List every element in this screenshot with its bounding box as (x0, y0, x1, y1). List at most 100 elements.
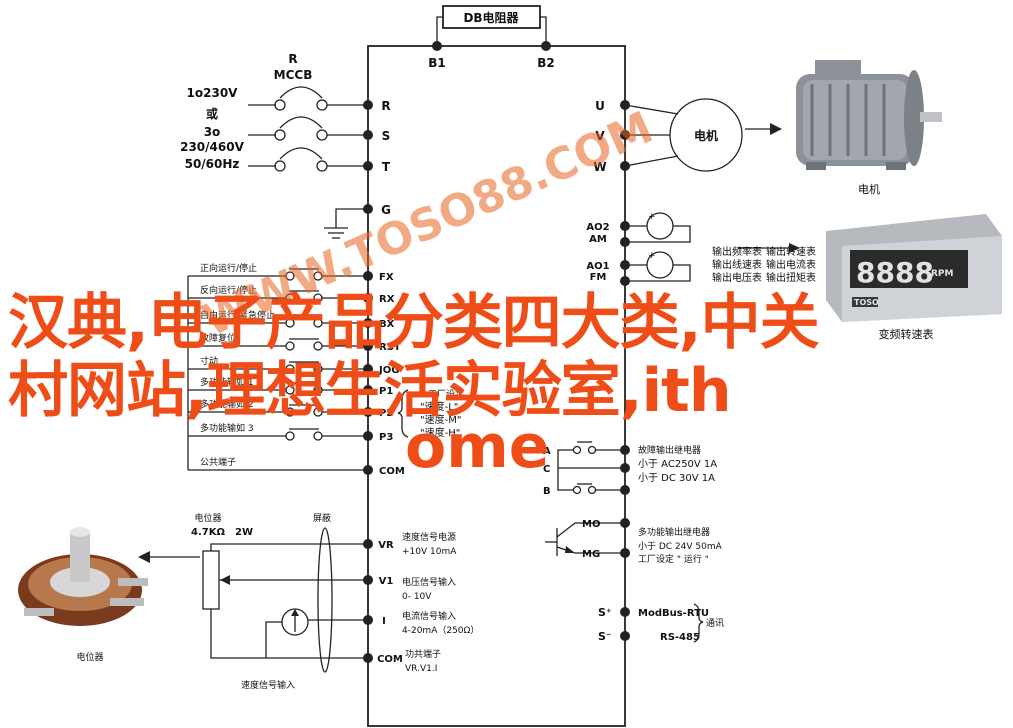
overlay-text-line1: 汉典,电子产品分类四大类,中关 (8, 288, 820, 358)
svg-text:+10V 10mA: +10V 10mA (402, 547, 457, 557)
db-resistor-label: DB电阻器 (463, 10, 519, 25)
svg-text:T: T (382, 160, 391, 174)
motor-symbol (669, 98, 743, 172)
input-terminal: P1 (379, 386, 393, 397)
svg-text:VR.V1.I: VR.V1.I (405, 664, 437, 674)
svg-text:B2: B2 (537, 56, 555, 70)
svg-text:输出电流表: 输出电流表 (766, 258, 816, 271)
svg-text:I: I (382, 616, 386, 627)
svg-text:速度信号电源: 速度信号电源 (402, 531, 456, 543)
svg-text:RS-485: RS-485 (660, 632, 700, 643)
svg-text:TOSO: TOSO (854, 298, 879, 307)
digital-inputs (187, 276, 368, 471)
svg-text:VR: VR (378, 540, 394, 551)
svg-text:S⁺: S⁺ (598, 606, 612, 619)
svg-text:V1: V1 (379, 576, 394, 587)
svg-text:4.7KΩ: 4.7KΩ (191, 527, 225, 538)
svg-text:"速度-M": "速度-M" (420, 413, 461, 426)
svg-text:AO1: AO1 (586, 261, 609, 272)
input-terminal: BX (379, 319, 395, 330)
svg-text:3o: 3o (204, 125, 221, 139)
overlay-text-line3: ome (405, 412, 550, 482)
svg-text:多功能输出继电器: 多功能输出继电器 (638, 526, 710, 538)
svg-text:G: G (381, 203, 391, 217)
svg-text:S⁻: S⁻ (598, 630, 612, 643)
input-row: 多功能输如 1 P1 (188, 376, 393, 397)
svg-text:MO: MO (582, 519, 600, 530)
svg-text:50/60Hz: 50/60Hz (185, 157, 240, 171)
svg-text:"速度-H": "速度-H" (420, 426, 460, 439)
svg-text:输出扭矩表: 输出扭矩表 (766, 271, 816, 284)
potentiometer-illustration (18, 527, 148, 626)
b1-terminal (432, 41, 442, 51)
svg-text:MG: MG (582, 549, 600, 560)
svg-text:MCCB: MCCB (274, 68, 313, 82)
input-terminal: P3 (379, 432, 393, 443)
svg-text:输出频率表: 输出频率表 (712, 245, 762, 258)
svg-text:+: + (648, 251, 656, 261)
svg-text:输出电压表: 输出电压表 (712, 271, 762, 284)
svg-text:RPM: RPM (931, 269, 954, 279)
input-terminal: P2 (379, 408, 393, 419)
input-terminal: FX (379, 272, 394, 283)
motor-illustration (796, 60, 942, 170)
speed-input-label: 速度信号输入 (241, 679, 295, 691)
svg-text:小于 AC250V 1A: 小于 AC250V 1A (638, 458, 717, 470)
svg-text:输出线速表: 输出线速表 (712, 258, 762, 271)
pot-caption: 电位器 (76, 651, 103, 663)
svg-text:AM: AM (589, 234, 607, 245)
overlay-text-line2: 村网站,理想生活实验室,ith (8, 356, 732, 426)
svg-text:电流信号输入: 电流信号输入 (402, 610, 456, 622)
mccb-breaker (248, 86, 368, 172)
svg-text:R: R (288, 52, 297, 66)
svg-text:通讯: 通讯 (706, 618, 724, 629)
svg-text:S: S (382, 129, 391, 143)
svg-text:AO2: AO2 (586, 222, 609, 233)
input-row: 多功能输如 2 P2 (188, 398, 393, 419)
svg-text:230/460V: 230/460V (180, 140, 244, 154)
svg-text:"速度-L": "速度-L" (420, 400, 458, 413)
input-label: 寸动 (200, 355, 218, 367)
svg-text:1o230V: 1o230V (187, 86, 239, 100)
svg-text:小于 DC 30V 1A: 小于 DC 30V 1A (638, 472, 715, 484)
input-row: 自由运行/紧急停止 BX (188, 309, 395, 330)
b2-terminal (541, 41, 551, 51)
svg-text:ModBus-RTU: ModBus-RTU (638, 608, 709, 619)
svg-text:小于 DC 24V 50mA: 小于 DC 24V 50mA (638, 541, 723, 552)
input-label: 多功能输如 2 (200, 398, 254, 410)
svg-text:FM: FM (590, 272, 607, 283)
svg-text:V: V (595, 129, 605, 143)
svg-text:工厂设定 " 运行 ": 工厂设定 " 运行 " (638, 553, 709, 565)
svg-text:B: B (543, 486, 551, 497)
input-row: 寸动 JOG (188, 355, 399, 376)
ground-symbol (324, 208, 368, 239)
fault-relay (557, 441, 630, 495)
input-label: 故障复位 (200, 332, 236, 344)
svg-text:+: + (648, 212, 656, 222)
input-terminal: JOG (378, 365, 399, 376)
svg-text:C: C (543, 464, 550, 475)
svg-text:4-20mA（250Ω）: 4-20mA（250Ω） (402, 625, 479, 636)
input-label: 自由运行/紧急停止 (200, 309, 275, 321)
input-terminal: COM (379, 466, 405, 477)
potentiometer-symbol (138, 543, 368, 659)
svg-text:2W: 2W (235, 527, 253, 538)
svg-text:0- 10V: 0- 10V (402, 592, 432, 602)
svg-text:或: 或 (206, 106, 218, 121)
svg-text:功共端子: 功共端子 (405, 648, 441, 660)
svg-text:工厂设定: 工厂设定 (428, 388, 464, 400)
svg-text:电机: 电机 (694, 128, 718, 143)
svg-text:屏蔽: 屏蔽 (313, 512, 331, 524)
input-label: 多功能输如 3 (200, 422, 254, 434)
tach-display: 8888 (856, 256, 934, 289)
current-source (265, 608, 368, 658)
motor-caption: 电机 (858, 182, 880, 196)
input-label: 正向运行/停止 (200, 262, 257, 274)
svg-text:U: U (595, 99, 605, 113)
input-label: 多功能输如 1 (200, 376, 254, 388)
svg-text:电压信号输入: 电压信号输入 (402, 576, 456, 588)
mo-transistor (545, 518, 630, 558)
input-label: 反向运行/停止 (200, 284, 257, 296)
